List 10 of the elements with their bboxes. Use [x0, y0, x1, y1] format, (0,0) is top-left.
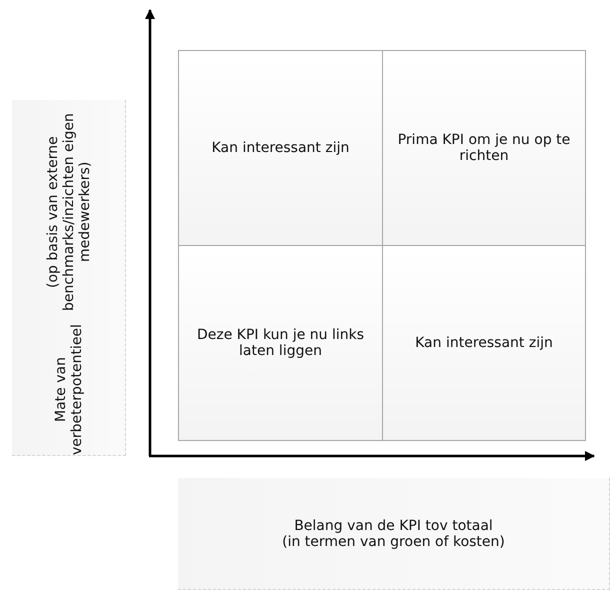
axis-label-panel	[178, 478, 610, 590]
axis-title: Mate van verbeterpotentieel	[52, 324, 84, 455]
quadrant-box: Prima KPI om je nu op te richten	[382, 50, 586, 246]
quadrant-box: Kan interessant zijn	[382, 245, 586, 441]
quadrant-box: Deze KPI kun je nu links laten liggen	[178, 245, 383, 441]
axis-title: (in termen van groen of kosten)	[282, 534, 505, 550]
axis-label-panel	[12, 100, 126, 456]
quadrant-box: Kan interessant zijn	[178, 50, 383, 246]
axis-title: (op basis van externe benchmarks/inzichten eigen medewerkers)	[44, 112, 92, 313]
axis-title: Belang van de KPI tov totaal	[294, 518, 493, 534]
